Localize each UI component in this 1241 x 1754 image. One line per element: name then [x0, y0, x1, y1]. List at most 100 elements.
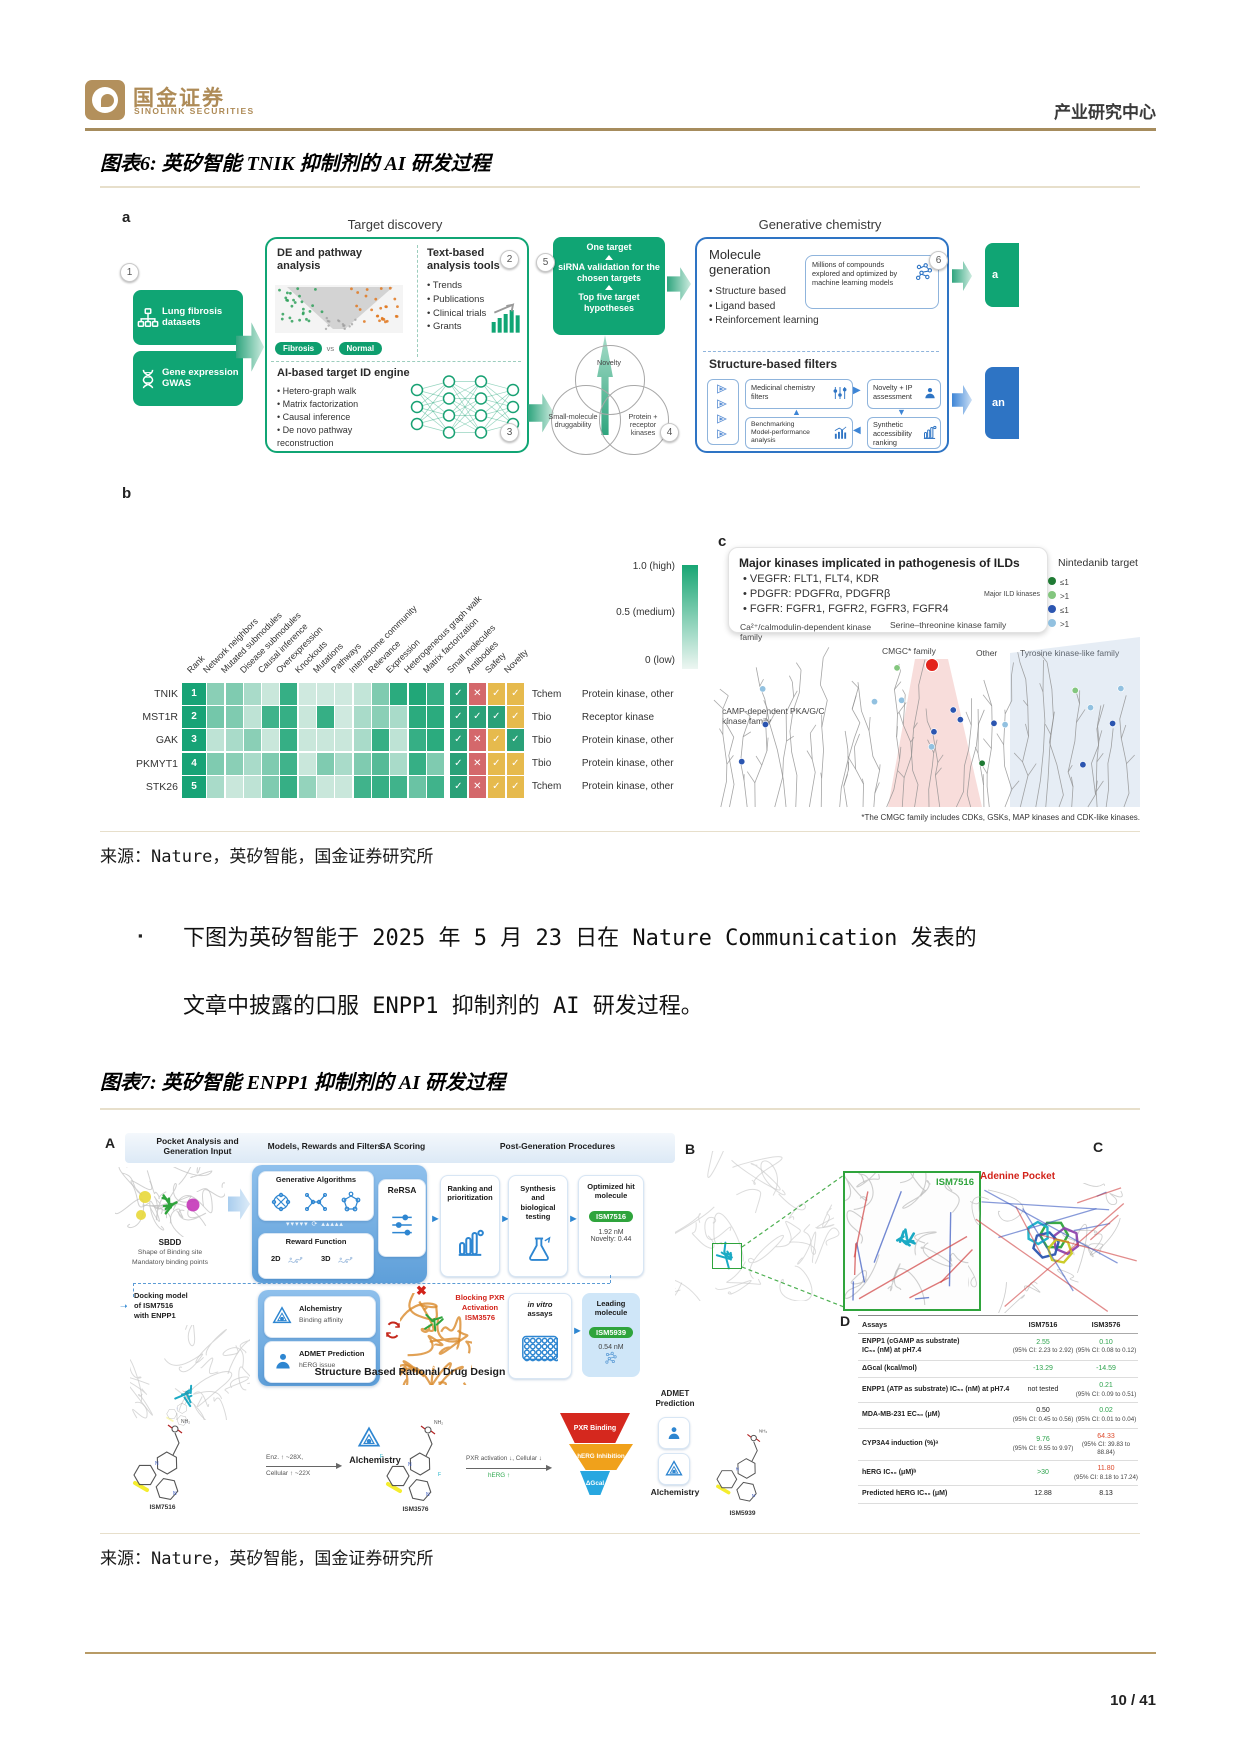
- gene-label: GAK: [155, 734, 178, 747]
- venn-diagram: Novelty Small-molecule druggability Prot…: [545, 345, 673, 467]
- admet-label: ADMET Prediction: [299, 1349, 365, 1358]
- up-separator-icon: [605, 285, 613, 291]
- assay-name: ENPP1 (cGAMP as substrate)IC₅₀ (nM) at p…: [862, 1338, 960, 1354]
- svg-text:NH₂: NH₂: [434, 1420, 443, 1426]
- medchem-filter-label: Medicinal chemistry filters: [751, 383, 816, 401]
- heatmap-cell: [390, 729, 408, 752]
- rersa-label: ReRSA: [387, 1185, 417, 1195]
- check-cell: ✓: [506, 706, 524, 729]
- molecule-generation-title: Molecule generation: [709, 247, 771, 277]
- figure7-title-rule: [100, 1108, 1140, 1110]
- heatmap-cell: [262, 683, 280, 705]
- benchmarking-line1: Benchmarking: [751, 421, 795, 428]
- legend-dot-icon: [1048, 605, 1056, 613]
- arrow2-shaft: [466, 1468, 550, 1469]
- binding-site-zoom-box: ISM7516: [843, 1171, 981, 1311]
- target-category: Tchem: [531, 688, 562, 700]
- heatmap-cell: [317, 729, 335, 752]
- feedback-arrows-strip: ▾▾▾▾▾ ⟳ ▴▴▴▴▴: [286, 1221, 344, 1228]
- heatmap-cell: [225, 706, 243, 729]
- step-circle-4: 4: [660, 423, 679, 442]
- svg-text:N: N: [426, 1492, 430, 1498]
- blocking-pxr-label: Blocking PXR Activation ISM3576: [444, 1293, 516, 1322]
- benchmarking-label: Benchmarking Model-performance analysis: [751, 421, 831, 445]
- optimized-hit-novelty: Novelty: 0.44: [590, 1235, 632, 1243]
- heatmap-cell: [353, 683, 371, 705]
- legend-dot-item: ≤1: [1048, 605, 1069, 615]
- arrow1-text-bottom: Cellular ↑ ~22X: [266, 1470, 311, 1477]
- body-paragraph-line1: 下图为英矽智能于 2025 年 5 月 23 日在 Nature Communi…: [183, 926, 977, 951]
- up-separator-icon: [605, 254, 613, 260]
- flask-icon: [525, 1232, 553, 1266]
- check-cell: ✓: [449, 706, 467, 729]
- header-divider: [85, 128, 1156, 131]
- novelty-ip-label: Novelty + IP assessment: [873, 383, 913, 401]
- check-cell: ✓: [487, 752, 505, 775]
- molgen-item: Ligand based: [709, 300, 819, 315]
- heatmap-cell: [408, 706, 426, 729]
- iterate-icon: [384, 1321, 402, 1339]
- panel-D-label: D: [840, 1313, 851, 1329]
- assay-row: MDA-MB-231 EC₅₀ (μM)0.50(95% CI: 0.45 to…: [858, 1403, 1138, 1429]
- heatmap-cell: [371, 775, 389, 798]
- admet-line2: Prediction: [655, 1399, 695, 1408]
- reward-2d-icon: [285, 1252, 307, 1270]
- body-paragraph-line2: 文章中披露的口服 ENPP1 抑制剂的 AI 研发过程。: [183, 994, 703, 1019]
- panel-B-label: B: [685, 1141, 696, 1157]
- kinase-type: Receptor kinase: [581, 711, 655, 723]
- panel-A-label: A: [105, 1135, 116, 1151]
- ild-callout-item: PDGFR: PDGFRα, PDGFRβ: [729, 587, 1047, 602]
- adenine-pocket-label: Adenine Pocket: [980, 1171, 1056, 1182]
- invitro-label: in vitro: [527, 1300, 553, 1309]
- text-tools-list: Trends Publications Clinical trials Gran…: [427, 279, 499, 334]
- box-divider-h: [271, 361, 521, 362]
- generator-icon-1: [269, 1190, 293, 1214]
- bullet-icon: ▪: [138, 928, 143, 943]
- panel-b-label: b: [122, 485, 132, 502]
- ild-callout-item: VEGFR: FLT1, FLT4, KDR: [729, 572, 1047, 587]
- model-performance-icon: [833, 425, 848, 440]
- page-number: 10 / 41: [1110, 1692, 1156, 1709]
- svg-text:NH₂: NH₂: [181, 1419, 190, 1425]
- heatmap-cell: [335, 729, 353, 752]
- heatmap-cell: [335, 683, 353, 705]
- ai-engine-item: Matrix factorization: [277, 398, 405, 411]
- normal-pill: Normal: [338, 342, 383, 355]
- box-divider-v: [417, 245, 418, 357]
- arrow-right-icon: ▶: [853, 385, 861, 396]
- input-lung-label: Lung fibrosis datasets: [162, 305, 223, 328]
- heatmap-cell: [207, 752, 225, 775]
- kinase-type: Protein kinase, other: [581, 688, 674, 700]
- kinome-tree: [713, 637, 1140, 808]
- text-tool-item: Publications: [427, 293, 499, 307]
- binding-site-image: [845, 1173, 973, 1305]
- input-gwas-label: Gene expression GWAS: [162, 366, 239, 389]
- target-category: Tbio: [531, 758, 552, 770]
- svg-text:N: N: [185, 1422, 187, 1424]
- molecule-generation-list: Structure based Ligand based Reinforceme…: [709, 285, 819, 329]
- heatmap-cell: [298, 752, 316, 775]
- heatmap-cell: [207, 706, 225, 729]
- fibrosis-vs-normal: Fibrosis vs Normal: [275, 338, 383, 356]
- alchemistry-icon-card: [658, 1453, 690, 1485]
- reward-2d-label: 2D: [271, 1254, 281, 1263]
- heatmap-cell: [280, 775, 298, 798]
- text-tools-title: Text-based analysis tools: [427, 247, 500, 272]
- check-cell: ✓: [449, 683, 467, 705]
- heatmap-cell: [390, 775, 408, 798]
- heatmap-cell: [243, 729, 261, 752]
- ranking-card: Ranking and prioritization: [440, 1175, 500, 1277]
- panel-a-label: a: [122, 209, 131, 226]
- rank-cell: 5: [182, 775, 206, 798]
- arrow-to-animal: [952, 385, 972, 415]
- value-ism7516: >30: [1037, 1468, 1049, 1476]
- step-circle-6: 6: [929, 251, 948, 270]
- alchemistry-icon: [356, 1425, 382, 1451]
- fibrosis-pill: Fibrosis: [275, 342, 323, 355]
